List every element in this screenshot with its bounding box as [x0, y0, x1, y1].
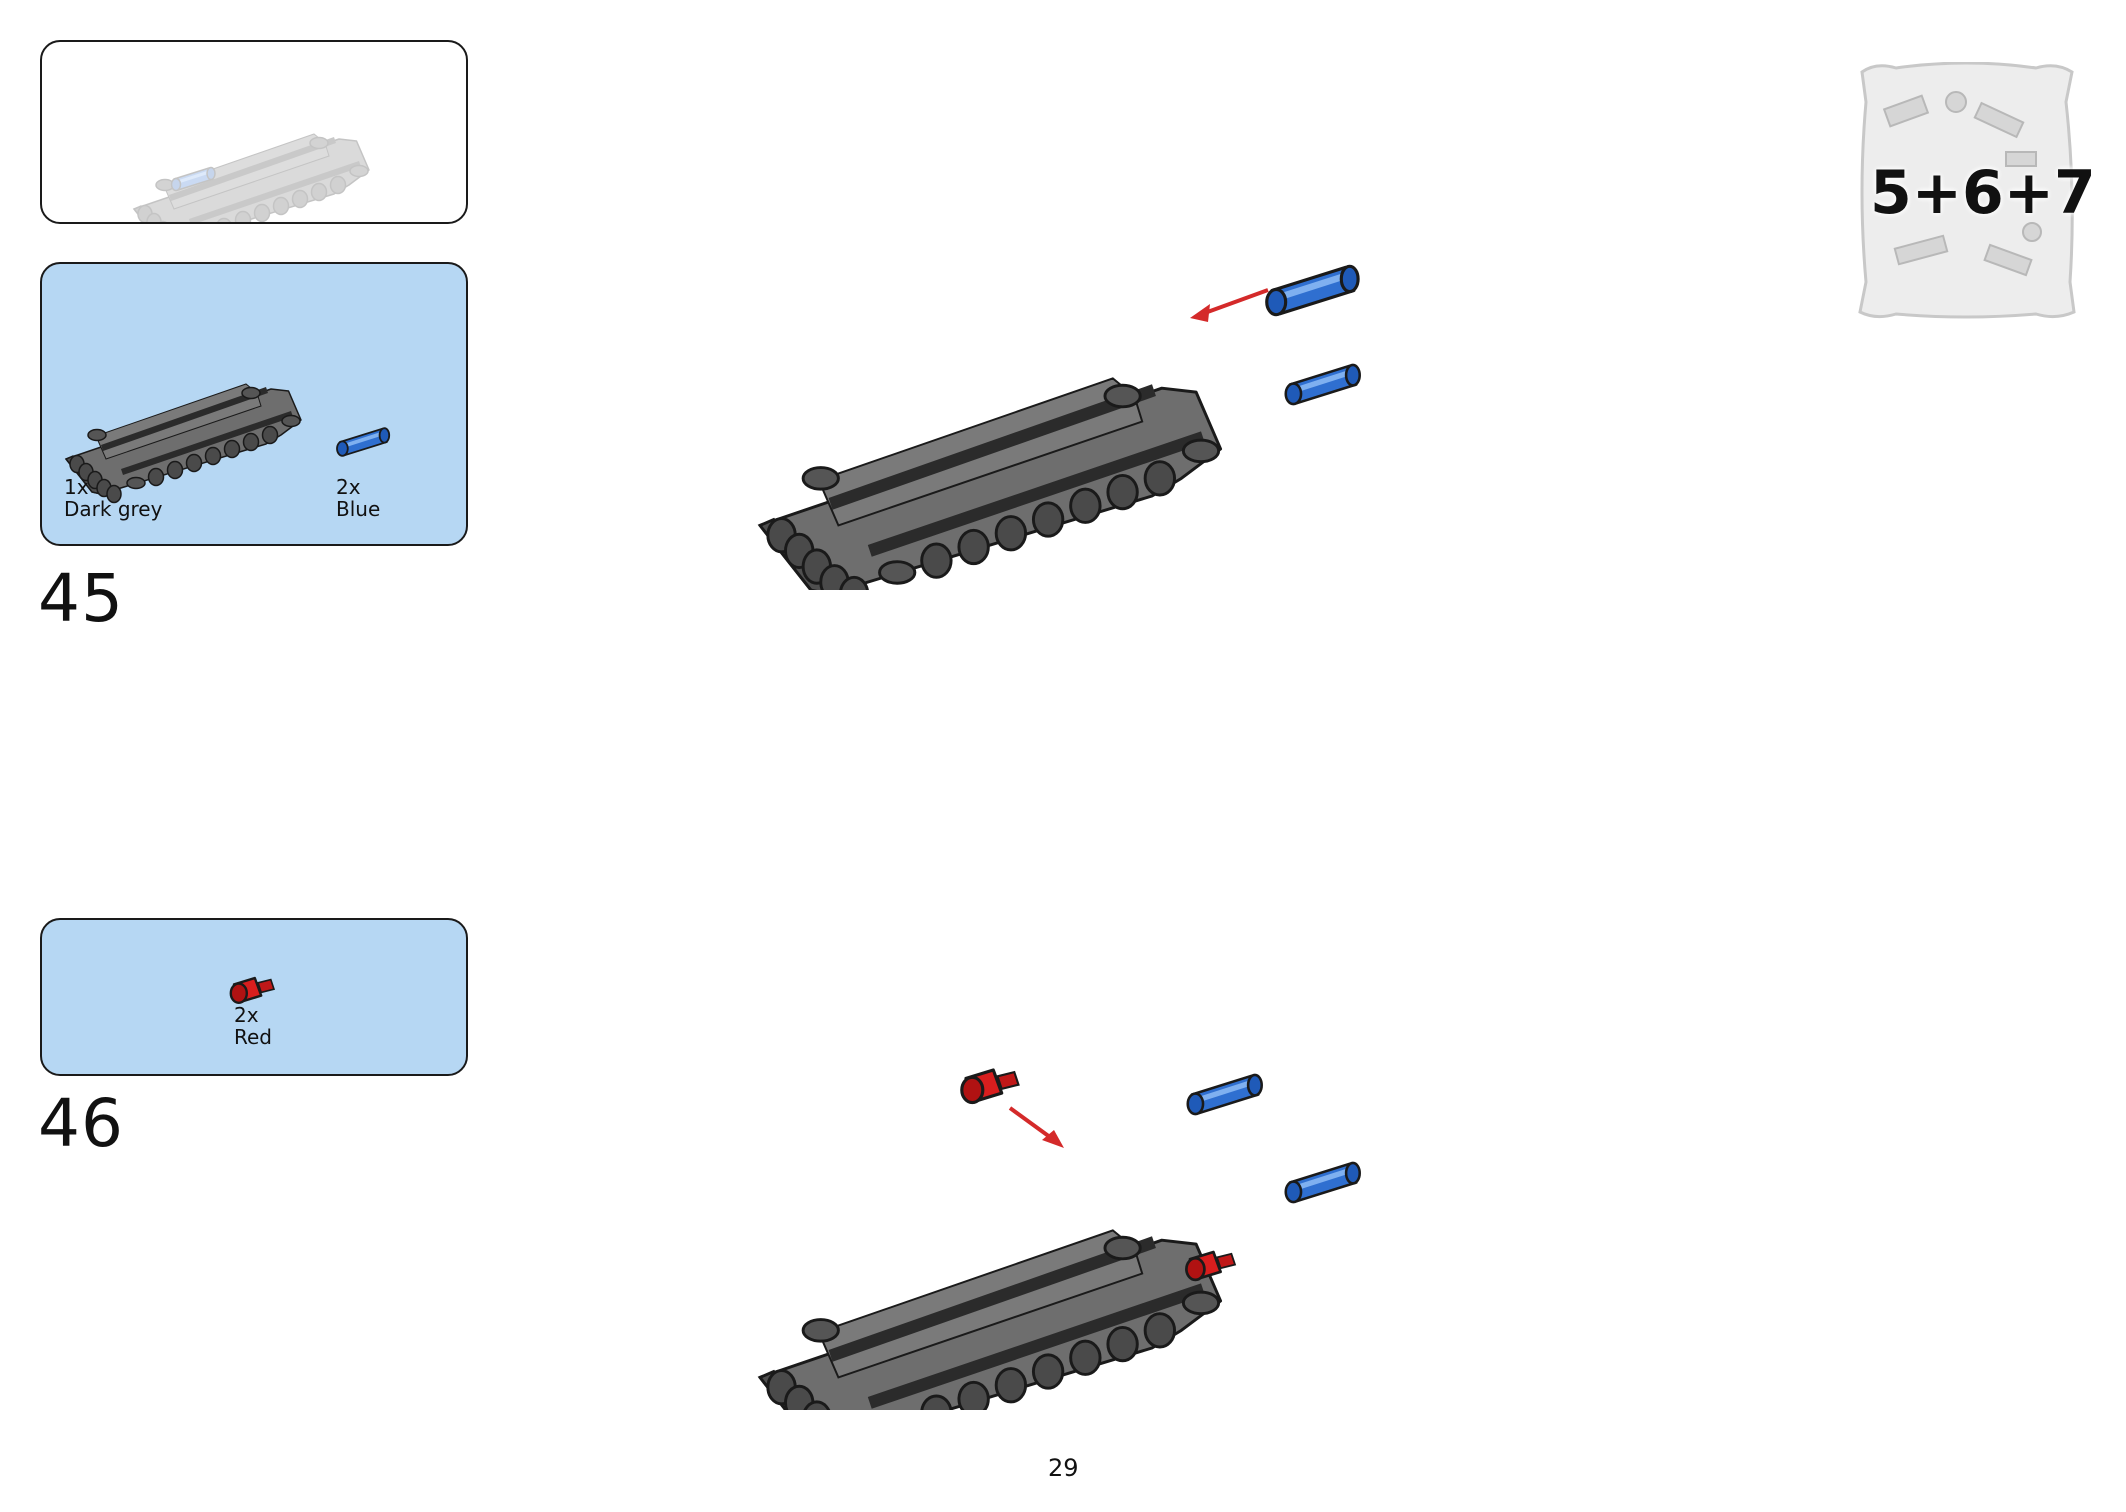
red-pin-incoming — [960, 1068, 1021, 1105]
blue-pin-installed-lower — [1284, 1161, 1361, 1204]
blue-pin-installed-upper — [1186, 1073, 1263, 1116]
model-panel — [758, 376, 1223, 590]
assembly-arrow — [1190, 288, 1269, 322]
blue-pin-installed — [1284, 363, 1361, 406]
step-number: 46 — [38, 1085, 124, 1162]
step-46-build-illustration — [758, 1068, 1361, 1410]
bag-label: 5+6+7 — [1870, 158, 2096, 228]
part-label-red: 2x Red — [234, 1004, 272, 1048]
part-qty: 2x — [336, 475, 361, 499]
step-46-parts-box: 2x Red — [40, 918, 468, 1076]
step-number: 45 — [38, 560, 124, 637]
part-red-pin — [229, 976, 276, 1004]
page-number: 29 — [1048, 1454, 1079, 1482]
model-panel — [758, 1228, 1223, 1410]
preview-model-illustration — [133, 133, 370, 222]
preview-box — [40, 40, 468, 224]
part-label-dark-grey: 1x Dark grey — [64, 476, 162, 520]
step-45-parts-box: 1x Dark grey 2x Blue — [40, 262, 468, 546]
step-46-parts-illustration — [229, 976, 276, 1004]
step-45-build-illustration — [758, 264, 1361, 590]
bag-icon — [1858, 61, 2076, 319]
part-qty: 1x — [64, 475, 89, 499]
part-color: Blue — [336, 497, 381, 521]
bag-indicator: 5+6+7 — [1856, 61, 2096, 320]
part-color: Dark grey — [64, 497, 163, 521]
part-qty: 2x — [234, 1003, 259, 1027]
part-label-blue: 2x Blue — [336, 476, 380, 520]
blue-pin-incoming — [1265, 264, 1360, 317]
part-color: Red — [234, 1025, 272, 1049]
assembly-arrow — [1008, 1106, 1064, 1148]
part-blue-pin — [336, 427, 391, 457]
